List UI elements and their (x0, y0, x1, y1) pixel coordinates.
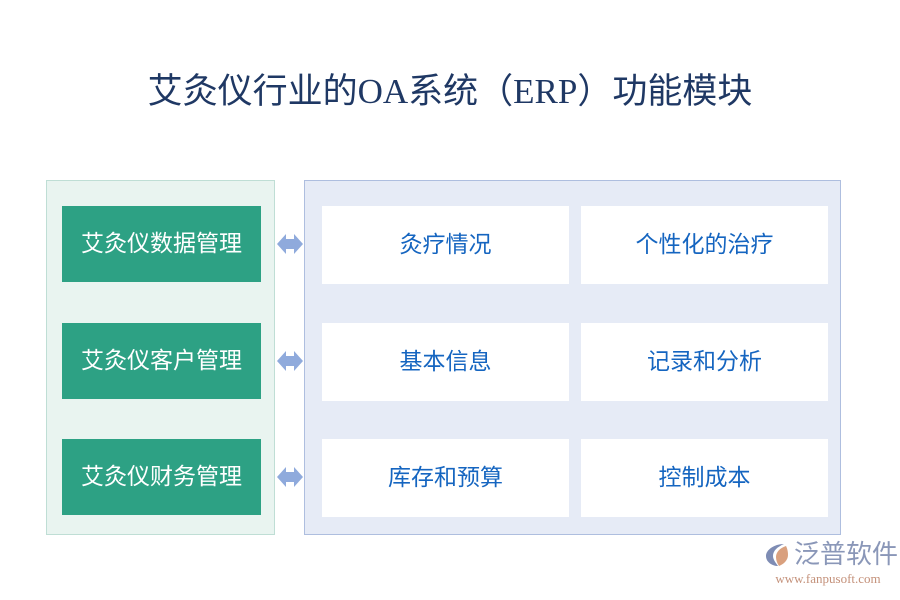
module-box-data-management[interactable]: 艾灸仪数据管理 (62, 206, 261, 282)
watermark-logo: 泛普软件 www.fanpusoft.com (762, 538, 898, 590)
module-box-finance-management[interactable]: 艾灸仪财务管理 (62, 439, 261, 515)
page-title: 艾灸仪行业的OA系统（ERP）功能模块 (147, 72, 753, 111)
module-label: 艾灸仪财务管理 (81, 464, 242, 489)
feature-panel: 灸疗情况 个性化的治疗 基本信息 记录和分析 库存和预算 控制成本 (304, 180, 841, 535)
double-arrow-horizontal-icon (277, 230, 303, 258)
feature-box-personalized-treatment[interactable]: 个性化的治疗 (581, 206, 828, 284)
feature-box-record-and-analysis[interactable]: 记录和分析 (581, 323, 828, 401)
feature-box-moxibustion-status[interactable]: 灸疗情况 (322, 206, 569, 284)
feature-label: 基本信息 (399, 349, 492, 374)
double-arrow-horizontal-icon (277, 347, 303, 375)
fanpu-swoosh-logo-icon (762, 540, 792, 570)
feature-box-cost-control[interactable]: 控制成本 (581, 439, 828, 517)
feature-label: 记录和分析 (647, 349, 762, 374)
module-label: 艾灸仪数据管理 (81, 231, 242, 256)
feature-box-basic-information[interactable]: 基本信息 (322, 323, 569, 401)
feature-label: 个性化的治疗 (635, 232, 774, 257)
module-panel: 艾灸仪数据管理 艾灸仪客户管理 艾灸仪财务管理 (46, 180, 275, 535)
feature-label: 库存和预算 (388, 465, 503, 490)
watermark-name: 泛普软件 (794, 540, 899, 569)
double-arrow-horizontal-icon (277, 463, 303, 491)
module-label: 艾灸仪客户管理 (81, 348, 242, 373)
feature-label: 灸疗情况 (399, 232, 492, 257)
feature-label: 控制成本 (658, 465, 751, 490)
module-box-customer-management[interactable]: 艾灸仪客户管理 (62, 323, 261, 399)
feature-box-inventory-and-budget[interactable]: 库存和预算 (322, 439, 569, 517)
watermark-url: www.fanpusoft.com (775, 571, 881, 586)
